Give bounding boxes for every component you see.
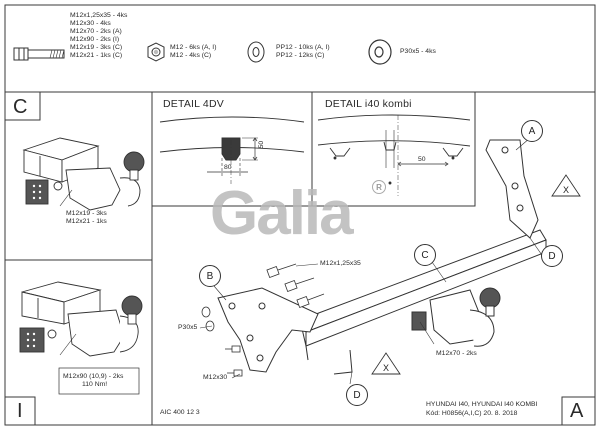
bolt-spec-2: M12x30 - 4ks bbox=[70, 20, 111, 27]
a-letter-box bbox=[561, 396, 596, 426]
vehicle-models: HYUNDAI I40, HYUNDAI I40 KOMBI bbox=[426, 401, 538, 408]
b-bolts bbox=[201, 263, 325, 377]
bolt-icon bbox=[13, 47, 65, 61]
nut-spec-1: M12 - 6ks (A, I) bbox=[170, 44, 217, 51]
nut-spec-2: M12 - 4ks (C) bbox=[170, 52, 212, 59]
bolt-spec-1: M12x1,25x35 - 4ks bbox=[70, 12, 128, 19]
main-crossbar bbox=[217, 139, 547, 375]
bolt-spec-3: M12x70 - 2ks (A) bbox=[70, 28, 122, 35]
spacer-spec: P30x5 - 4ks bbox=[400, 48, 436, 55]
panel-c-letter: C bbox=[13, 96, 28, 118]
galia-logo: Galia bbox=[210, 179, 354, 248]
detail-i40-drawing bbox=[317, 114, 471, 196]
callout-d-bottom: D bbox=[346, 384, 368, 406]
callout-a: A bbox=[521, 120, 543, 142]
label-p30x5: P30x5 bbox=[178, 324, 198, 331]
label-m12x1-25x35: M12x1,25x35 bbox=[320, 260, 361, 267]
callout-c: C bbox=[414, 244, 436, 266]
bolt-spec-4: M12x90 - 2ks (I) bbox=[70, 36, 120, 43]
washer-spec-1: PP12 - 10ks (A, I) bbox=[276, 44, 330, 51]
detail-4dv-drawing bbox=[159, 116, 305, 184]
callout-b: B bbox=[199, 265, 221, 287]
warning-triangles bbox=[371, 174, 581, 375]
detail-4dv-title: DETAIL 4DV bbox=[163, 98, 224, 110]
detail-4dv-dim-v: 50 bbox=[258, 140, 266, 149]
warning-x-right: X bbox=[563, 185, 570, 195]
detail-i40-title: DETAIL i40 kombi bbox=[325, 98, 412, 110]
nut-icon bbox=[147, 42, 165, 62]
detail-i40-box bbox=[311, 91, 476, 207]
outer-frame bbox=[4, 4, 596, 426]
registered-mark: R bbox=[372, 180, 386, 194]
bolt-spec-5: M12x19 - 3ks (C) bbox=[70, 44, 123, 51]
label-m12x70: M12x70 - 2ks bbox=[436, 350, 477, 357]
label-m12x30: M12x30 bbox=[203, 374, 228, 381]
callout-d-right: D bbox=[541, 245, 563, 267]
kit-code-date: Kód: H0856(A,I,C) 20. 8. 2018 bbox=[426, 410, 518, 417]
panel-i-towbar bbox=[19, 281, 143, 395]
spacer-icon bbox=[368, 39, 392, 65]
panel-a-letter: A bbox=[570, 400, 584, 422]
washer-icon bbox=[247, 41, 265, 63]
c-bolt-2: M12x21 - 1ks bbox=[66, 218, 107, 225]
bolt-spec-6: M12x21 - 1ks (C) bbox=[70, 52, 123, 59]
washer-spec-2: PP12 - 12ks (C) bbox=[276, 52, 325, 59]
detail-i40-dim-h: 50 bbox=[418, 156, 426, 163]
panel-c-towbar bbox=[22, 137, 145, 211]
drawing-code: AIC 400 12 3 bbox=[160, 409, 200, 416]
c-letter-box bbox=[4, 91, 41, 121]
detail-4dv-dim-h: 80 bbox=[224, 164, 232, 171]
i-torque: 110 Nm! bbox=[82, 381, 108, 388]
panel-i-letter: I bbox=[17, 400, 23, 422]
warning-x-bottom: X bbox=[383, 363, 390, 373]
c-bolt-1: M12x19 - 3ks bbox=[66, 210, 107, 217]
i-letter-box bbox=[4, 396, 36, 426]
i-bolt-1: M12x90 (10,9) - 2ks bbox=[63, 373, 124, 380]
